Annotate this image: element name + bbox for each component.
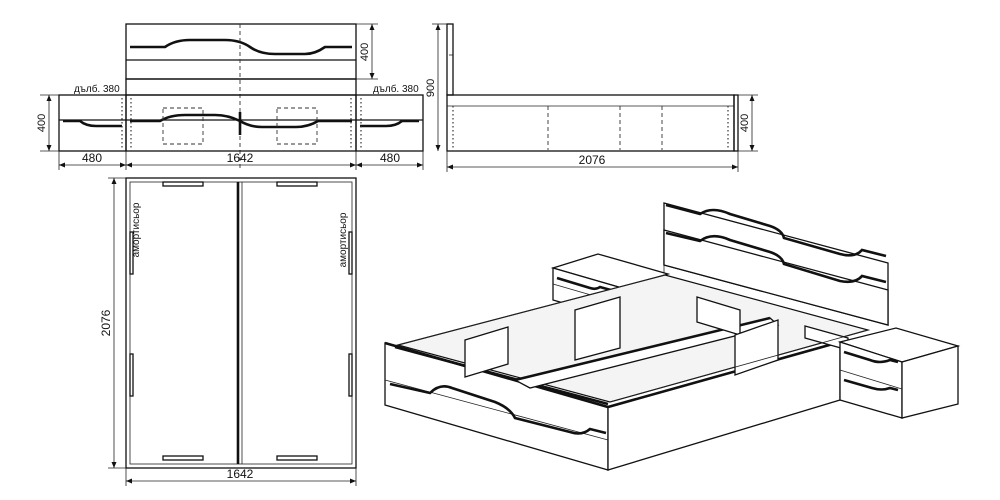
total-height-label: 900 — [425, 79, 437, 97]
headboard-height-label: 400 — [359, 43, 371, 61]
bed-width-label: 1642 — [227, 151, 254, 165]
nightstand-width-left-label: 480 — [82, 151, 102, 165]
shock-absorber-left-label: амортисьор — [131, 202, 142, 257]
top-width-label: 1642 — [227, 467, 254, 481]
top-length-label: 2076 — [99, 309, 113, 336]
side-length-label: 2076 — [579, 153, 606, 167]
side-view: 900 400 2076 — [425, 23, 758, 172]
nightstand-width-right-label: 480 — [380, 151, 400, 165]
top-view: амортисьор амортисьор 2076 1642 — [99, 177, 357, 486]
front-view: 400 400 дълб. 380 дълб. 380 480 1642 480 — [36, 23, 424, 170]
nightstand-height-label: 400 — [36, 114, 48, 132]
shock-absorber-right-label: амортисьор — [338, 212, 349, 267]
depth-left-label: дълб. 380 — [74, 83, 120, 95]
frame-height-label: 400 — [739, 114, 751, 132]
depth-right-label: дълб. 380 — [373, 83, 419, 95]
isometric-view — [384, 202, 961, 471]
